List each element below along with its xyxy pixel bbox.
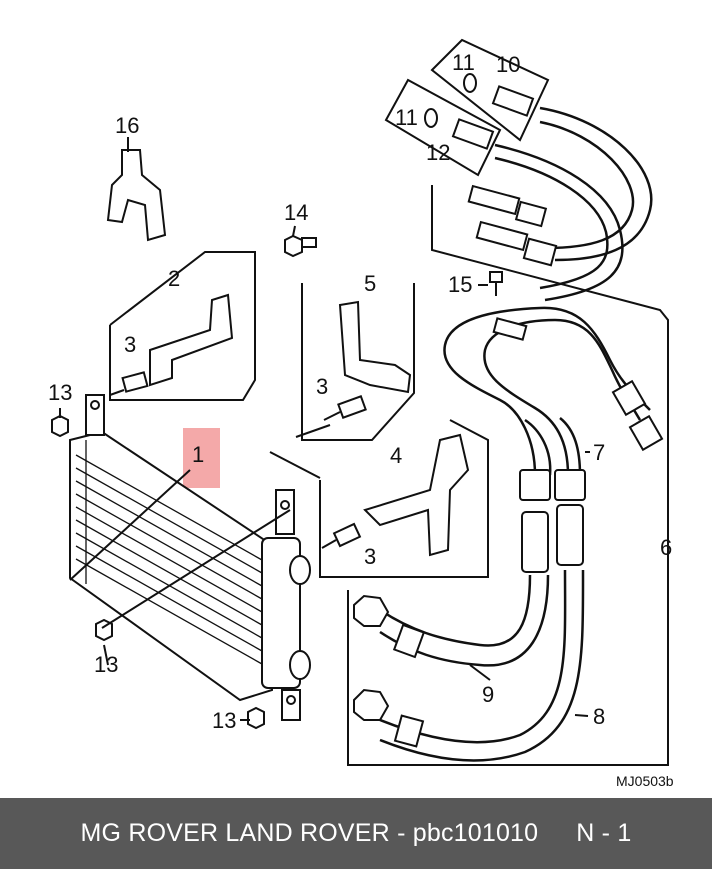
callout-13-b: 13 xyxy=(94,652,118,677)
sensor-3-b xyxy=(323,395,367,421)
footer-bar: MG ROVER LAND ROVER - pbc101010 N - 1 xyxy=(0,798,712,869)
callout-7: 7 xyxy=(593,440,605,465)
sensor-3-a xyxy=(109,371,149,396)
group-2-outline xyxy=(109,251,256,401)
bracket-4 xyxy=(363,433,470,557)
bracket-5 xyxy=(338,300,412,394)
callout-10: 10 xyxy=(496,52,520,77)
parts-diagram: 1 2 3 3 3 4 5 6 7 8 9 10 11 11 12 13 13 … xyxy=(48,38,674,789)
upper-fittings xyxy=(467,184,558,267)
callout-1: 1 xyxy=(192,442,204,467)
callout-3-c: 3 xyxy=(364,544,376,569)
callout-12: 12 xyxy=(426,140,450,165)
bolt-14 xyxy=(284,234,317,258)
fitting-10 xyxy=(463,73,535,117)
callout-5: 5 xyxy=(364,271,376,296)
hose-end-fittings xyxy=(353,594,426,748)
callout-3-b: 3 xyxy=(316,374,328,399)
footer-qty: N - 1 xyxy=(576,819,632,847)
footer-brand-part: MG ROVER LAND ROVER - pbc101010 xyxy=(80,819,539,847)
drawing-code: MJ0503b xyxy=(616,773,674,789)
callout-4: 4 xyxy=(390,443,402,468)
callout-9: 9 xyxy=(482,682,494,707)
callout-14: 14 xyxy=(284,200,308,225)
group-6-outline xyxy=(347,185,669,766)
group-10-outline xyxy=(430,38,550,142)
clip-16 xyxy=(106,149,167,242)
callout-2: 2 xyxy=(168,266,180,291)
callout-15: 15 xyxy=(448,272,472,297)
oil-cooler[interactable] xyxy=(69,394,311,721)
nut-13-icons xyxy=(51,414,265,730)
callout-13-c: 13 xyxy=(212,708,236,733)
callout-8: 8 xyxy=(593,704,605,729)
group-5-outline xyxy=(301,283,415,441)
leader-lines xyxy=(69,424,331,629)
fitting-12 xyxy=(424,108,495,150)
callout-13-a: 13 xyxy=(48,380,72,405)
part-1-highlight xyxy=(183,428,220,488)
upper-hoses xyxy=(494,106,653,302)
callout-11-a: 11 xyxy=(452,50,475,75)
bracket-2 xyxy=(149,293,234,387)
group-12-outline xyxy=(384,78,502,177)
callout-16: 16 xyxy=(115,113,139,138)
group-4-outline xyxy=(319,419,489,578)
callout-11-b: 11 xyxy=(395,105,418,130)
bolt-15 xyxy=(489,271,503,296)
callout-6: 6 xyxy=(660,535,672,560)
callout-3-a: 3 xyxy=(124,332,136,357)
callout-leaders xyxy=(59,137,590,721)
pipe-fittings xyxy=(492,317,664,573)
sensor-3-c xyxy=(321,522,362,549)
